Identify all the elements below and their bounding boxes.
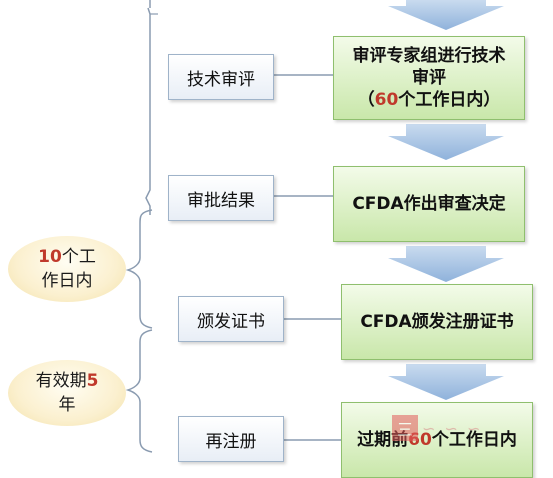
badge-text: 作日内	[41, 271, 93, 291]
flow-arrow-down	[388, 124, 504, 160]
badge-text: 年	[58, 395, 76, 415]
approval-flowchart: 技术审评 审批结果 颁发证书 再注册 审评专家组进行技术 审评 （60个工作日内…	[8, 0, 533, 478]
stage-issue-certificate: 颁发证书	[178, 296, 284, 342]
stage-approval-result: 审批结果	[168, 175, 274, 221]
flow-arrow-down	[388, 364, 504, 400]
stage-label: 再注册	[205, 431, 257, 452]
badge-number: 5	[86, 371, 99, 391]
duration-number: 60	[374, 90, 399, 110]
timeline-brace	[145, 7, 151, 215]
step-line: 审评	[412, 68, 446, 88]
ten-days-brace	[125, 209, 153, 329]
step-line: 审评专家组进行技术	[352, 46, 506, 66]
step-cfda-issue: CFDA颁发注册证书	[341, 284, 533, 360]
connector-layer	[125, 0, 504, 453]
stage-re-register: 再注册	[178, 416, 284, 462]
flow-arrow-down	[388, 0, 504, 30]
watermark-script: ∽ ∽ ∽	[422, 418, 483, 438]
step-label: CFDA作出审查决定	[352, 194, 506, 214]
step-cfda-decision: CFDA作出审查决定	[333, 166, 525, 242]
duration-text: 个工作日内	[398, 90, 484, 110]
stage-tech-review: 技术审评	[168, 54, 274, 100]
ten-days-badge: 10个工 作日内	[8, 236, 126, 302]
badge-text: 个工	[61, 247, 96, 267]
step-post: 个工作日内	[431, 430, 517, 450]
step-label: CFDA颁发注册证书	[360, 312, 514, 332]
validity-badge: 有效期5 年	[8, 360, 126, 426]
flow-arrow-down	[388, 246, 504, 282]
watermark: 三 ∽ ∽ ∽	[392, 415, 482, 441]
step-duration: （60个工作日内）	[357, 90, 501, 110]
watermark-logo-icon: 三	[392, 415, 418, 441]
stage-label: 颁发证书	[197, 311, 265, 332]
stage-label: 审批结果	[187, 190, 255, 211]
stage-label: 技术审评	[187, 69, 255, 90]
step-expert-review: 审评专家组进行技术 审评 （60个工作日内）	[333, 36, 525, 120]
validity-brace	[125, 329, 153, 453]
badge-number: 10	[38, 247, 62, 267]
badge-text: 有效期	[35, 371, 87, 391]
